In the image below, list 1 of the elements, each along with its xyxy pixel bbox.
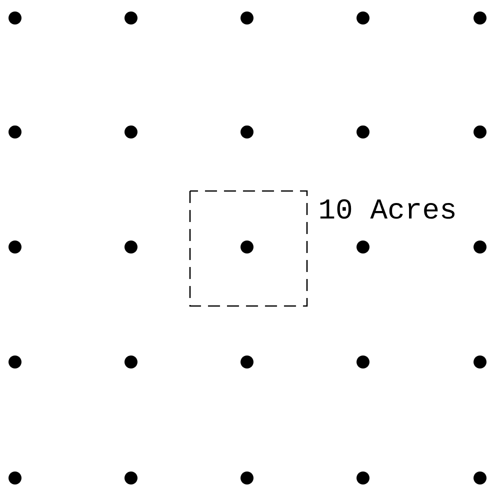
area-label: 10 Acres [320, 199, 454, 219]
